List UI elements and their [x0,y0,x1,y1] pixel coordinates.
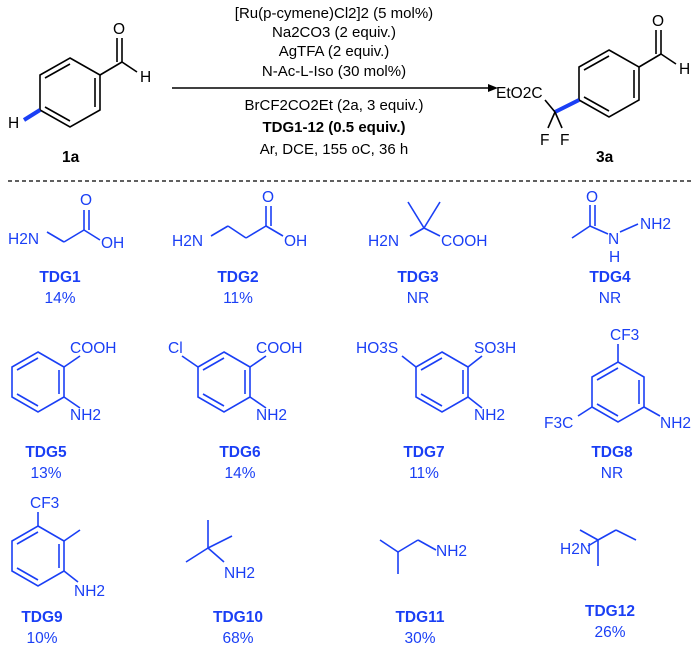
tdg7-yield: 11% [409,465,439,482]
tdg7-sulfonic-right: SO3H [474,340,516,357]
product-aldehyde-oxygen: O [652,13,664,30]
tdg9-label: TDG9 [21,609,63,626]
reaction-arrow [172,84,498,92]
tdg1-label: TDG1 [39,269,81,286]
tdg9-structure: CF3 NH2 TDG9 10% [11,495,105,647]
tdg9-yield: 10% [26,630,57,647]
tdg5-yield: 13% [30,465,61,482]
tdg12-structure: H2N TDG12 26% [560,529,637,641]
tdg2-hydroxyl: OH [284,233,307,250]
condition-atmosphere: Ar, DCE, 155 oC, 36 h [260,141,408,158]
tdg7-sulfonic-left: HO3S [356,340,398,357]
tdg6-structure: Cl COOH NH2 TDG6 14% [168,340,303,482]
tdg11-label: TDG11 [395,609,444,626]
tdg2-label: TDG2 [217,269,258,286]
tdg8-structure: CF3 F3C NH2 TDG8 NR [544,327,691,482]
tdg2-carbonyl-o: O [262,189,274,206]
tdg9-cf3: CF3 [30,495,59,512]
tdg4-yield: NR [599,290,621,307]
tdg1-hydroxyl: OH [101,235,124,252]
tdg6-yield: 14% [224,465,255,482]
tdg10-label: TDG10 [213,609,263,626]
condition-tdg: TDG1-12 (0.5 equiv.) [262,119,405,136]
tdg1-yield: 14% [44,290,75,307]
tdg2-amine: H2N [172,233,203,250]
tdg12-label: TDG12 [585,603,635,620]
fluorine-2: F [560,132,569,149]
tdg4-nh: H [609,249,620,266]
compound-label-1a: 1a [62,149,80,166]
tdg8-amine: NH2 [660,415,691,432]
tdg8-yield: NR [601,465,623,482]
condition-reagent: BrCF2CO2Et (2a, 3 equiv.) [245,97,424,114]
aldehyde-hydrogen: H [140,69,151,86]
reaction-conditions: [Ru(p-cymene)Cl2]2 (5 mol%) Na2CO3 (2 eq… [235,5,433,158]
tdg12-amine: H2N [560,541,591,558]
tdg3-structure: H2N COOH TDG3 NR [368,201,488,307]
tdg6-amine: NH2 [256,407,287,424]
tdg2-structure: H2N O OH TDG2 11% [172,189,307,307]
tdg6-label: TDG6 [219,444,261,461]
compound-label-3a: 3a [596,149,614,166]
product-aldehyde-hydrogen: H [679,61,690,78]
tdg4-nitrogen: N [608,231,619,248]
tdg4-nh2: NH2 [640,216,671,233]
tdg5-structure: COOH NH2 TDG5 13% [11,340,117,482]
tdg10-yield: 68% [222,630,253,647]
tdg7-structure: HO3S SO3H NH2 TDG7 11% [356,340,516,482]
tdg3-label: TDG3 [397,269,439,286]
tdg8-cf3-left: F3C [544,415,573,432]
tdg11-yield: 30% [404,630,435,647]
ester-group: EtO2C [496,85,543,102]
condition-base: Na2CO3 (2 equiv.) [272,24,396,41]
tdg6-carboxyl: COOH [256,340,303,357]
tdg4-label: TDG4 [589,269,631,286]
tdg3-yield: NR [407,290,429,307]
tdg5-carboxyl: COOH [70,340,117,357]
tdg2-yield: 11% [223,290,253,307]
tdg1-amine: H2N [8,231,39,248]
tdg5-amine: NH2 [70,407,101,424]
tdg6-chloro: Cl [168,340,183,357]
condition-catalyst: [Ru(p-cymene)Cl2]2 (5 mol%) [235,5,433,22]
tdg8-label: TDG8 [591,444,633,461]
condition-oxidant: AgTFA (2 equiv.) [279,43,390,60]
condition-ligand: N-Ac-L-Iso (30 mol%) [262,63,406,80]
ch-hydrogen: H [8,115,19,132]
aldehyde-oxygen: O [113,21,125,38]
tdg1-structure: H2N O OH TDG1 14% [8,192,124,307]
tdg7-amine: NH2 [474,407,505,424]
tdg3-carboxyl: COOH [441,233,488,250]
tdg12-yield: 26% [594,624,625,641]
tdg10-amine: NH2 [224,565,255,582]
tdg11-structure: NH2 TDG11 30% [379,539,467,647]
tdg9-amine: NH2 [74,583,105,600]
tdg4-structure: O N H NH2 TDG4 NR [571,189,671,307]
tdg1-carbonyl-o: O [80,192,92,209]
tdg4-carbonyl-o: O [586,189,598,206]
product-3a: O H EtO2C F F 3a [496,13,690,166]
starting-material-1a: O H H 1a [8,21,151,166]
tdg10-structure: NH2 TDG10 68% [185,520,263,647]
tdg5-label: TDG5 [25,444,67,461]
tdg7-label: TDG7 [403,444,444,461]
tdg8-cf3-top: CF3 [610,327,639,344]
fluorine-1: F [540,132,549,149]
tdg11-amine: NH2 [436,543,467,560]
tdg3-amine: H2N [368,233,399,250]
